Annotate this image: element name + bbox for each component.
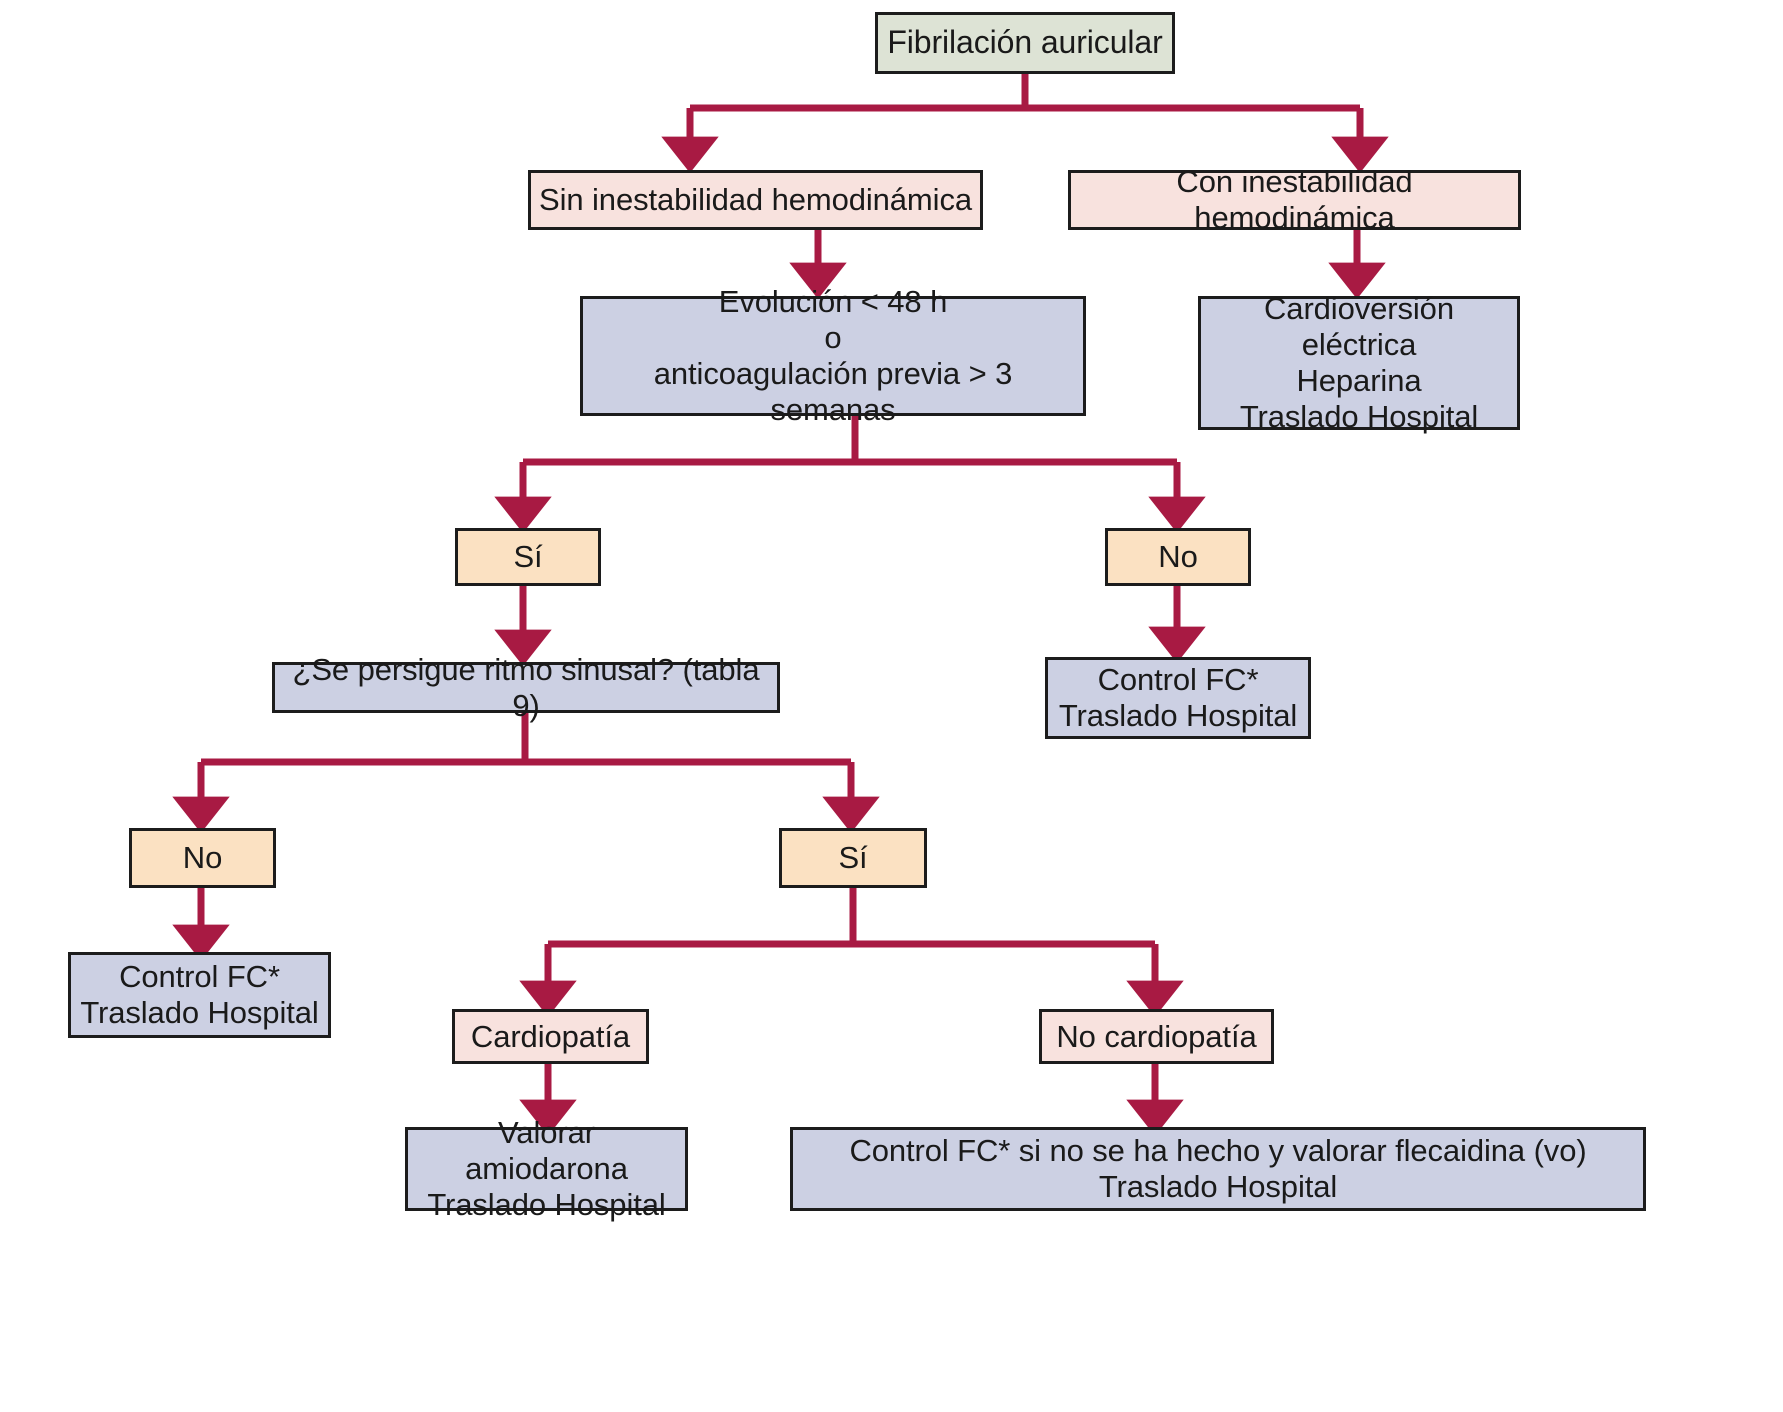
node-sin-inestabilidad-hemodinamica[interactable]: Sin inestabilidad hemodinámica bbox=[528, 170, 983, 230]
node-pregunta-ritmo-sinusal[interactable]: ¿Se persigue ritmo sinusal? (tabla 9) bbox=[272, 652, 780, 723]
node-evolucion-si[interactable]: Sí bbox=[455, 528, 601, 586]
node-cardiopatia[interactable]: Cardiopatía bbox=[452, 1009, 649, 1064]
node-cardioversion-electrica[interactable]: Cardioversión eléctrica Heparina Traslad… bbox=[1198, 291, 1520, 434]
node-control-fc-valorar-flecainida[interactable]: Control FC* si no se ha hecho y valorar … bbox=[790, 1127, 1646, 1211]
node-con-inestabilidad-hemodinamica[interactable]: Con inestabilidad hemodinámica bbox=[1068, 164, 1521, 235]
node-no-cardiopatia[interactable]: No cardiopatía bbox=[1039, 1009, 1274, 1064]
node-control-fc-traslado-evolucion-no[interactable]: Control FC* Traslado Hospital bbox=[1045, 657, 1311, 739]
node-valorar-amiodarona[interactable]: Valorar amiodarona Traslado Hospital bbox=[405, 1115, 688, 1222]
node-ritmo-sinusal-si[interactable]: Sí bbox=[779, 828, 927, 888]
node-evolucion-menor-48h[interactable]: Evolución < 48 h o anticoagulación previ… bbox=[580, 284, 1086, 427]
node-fibrilacion-auricular[interactable]: Fibrilación auricular bbox=[875, 12, 1175, 74]
node-evolucion-no[interactable]: No bbox=[1105, 528, 1251, 586]
node-ritmo-sinusal-no[interactable]: No bbox=[129, 828, 276, 888]
node-control-fc-traslado-ritmo-no[interactable]: Control FC* Traslado Hospital bbox=[68, 952, 331, 1038]
